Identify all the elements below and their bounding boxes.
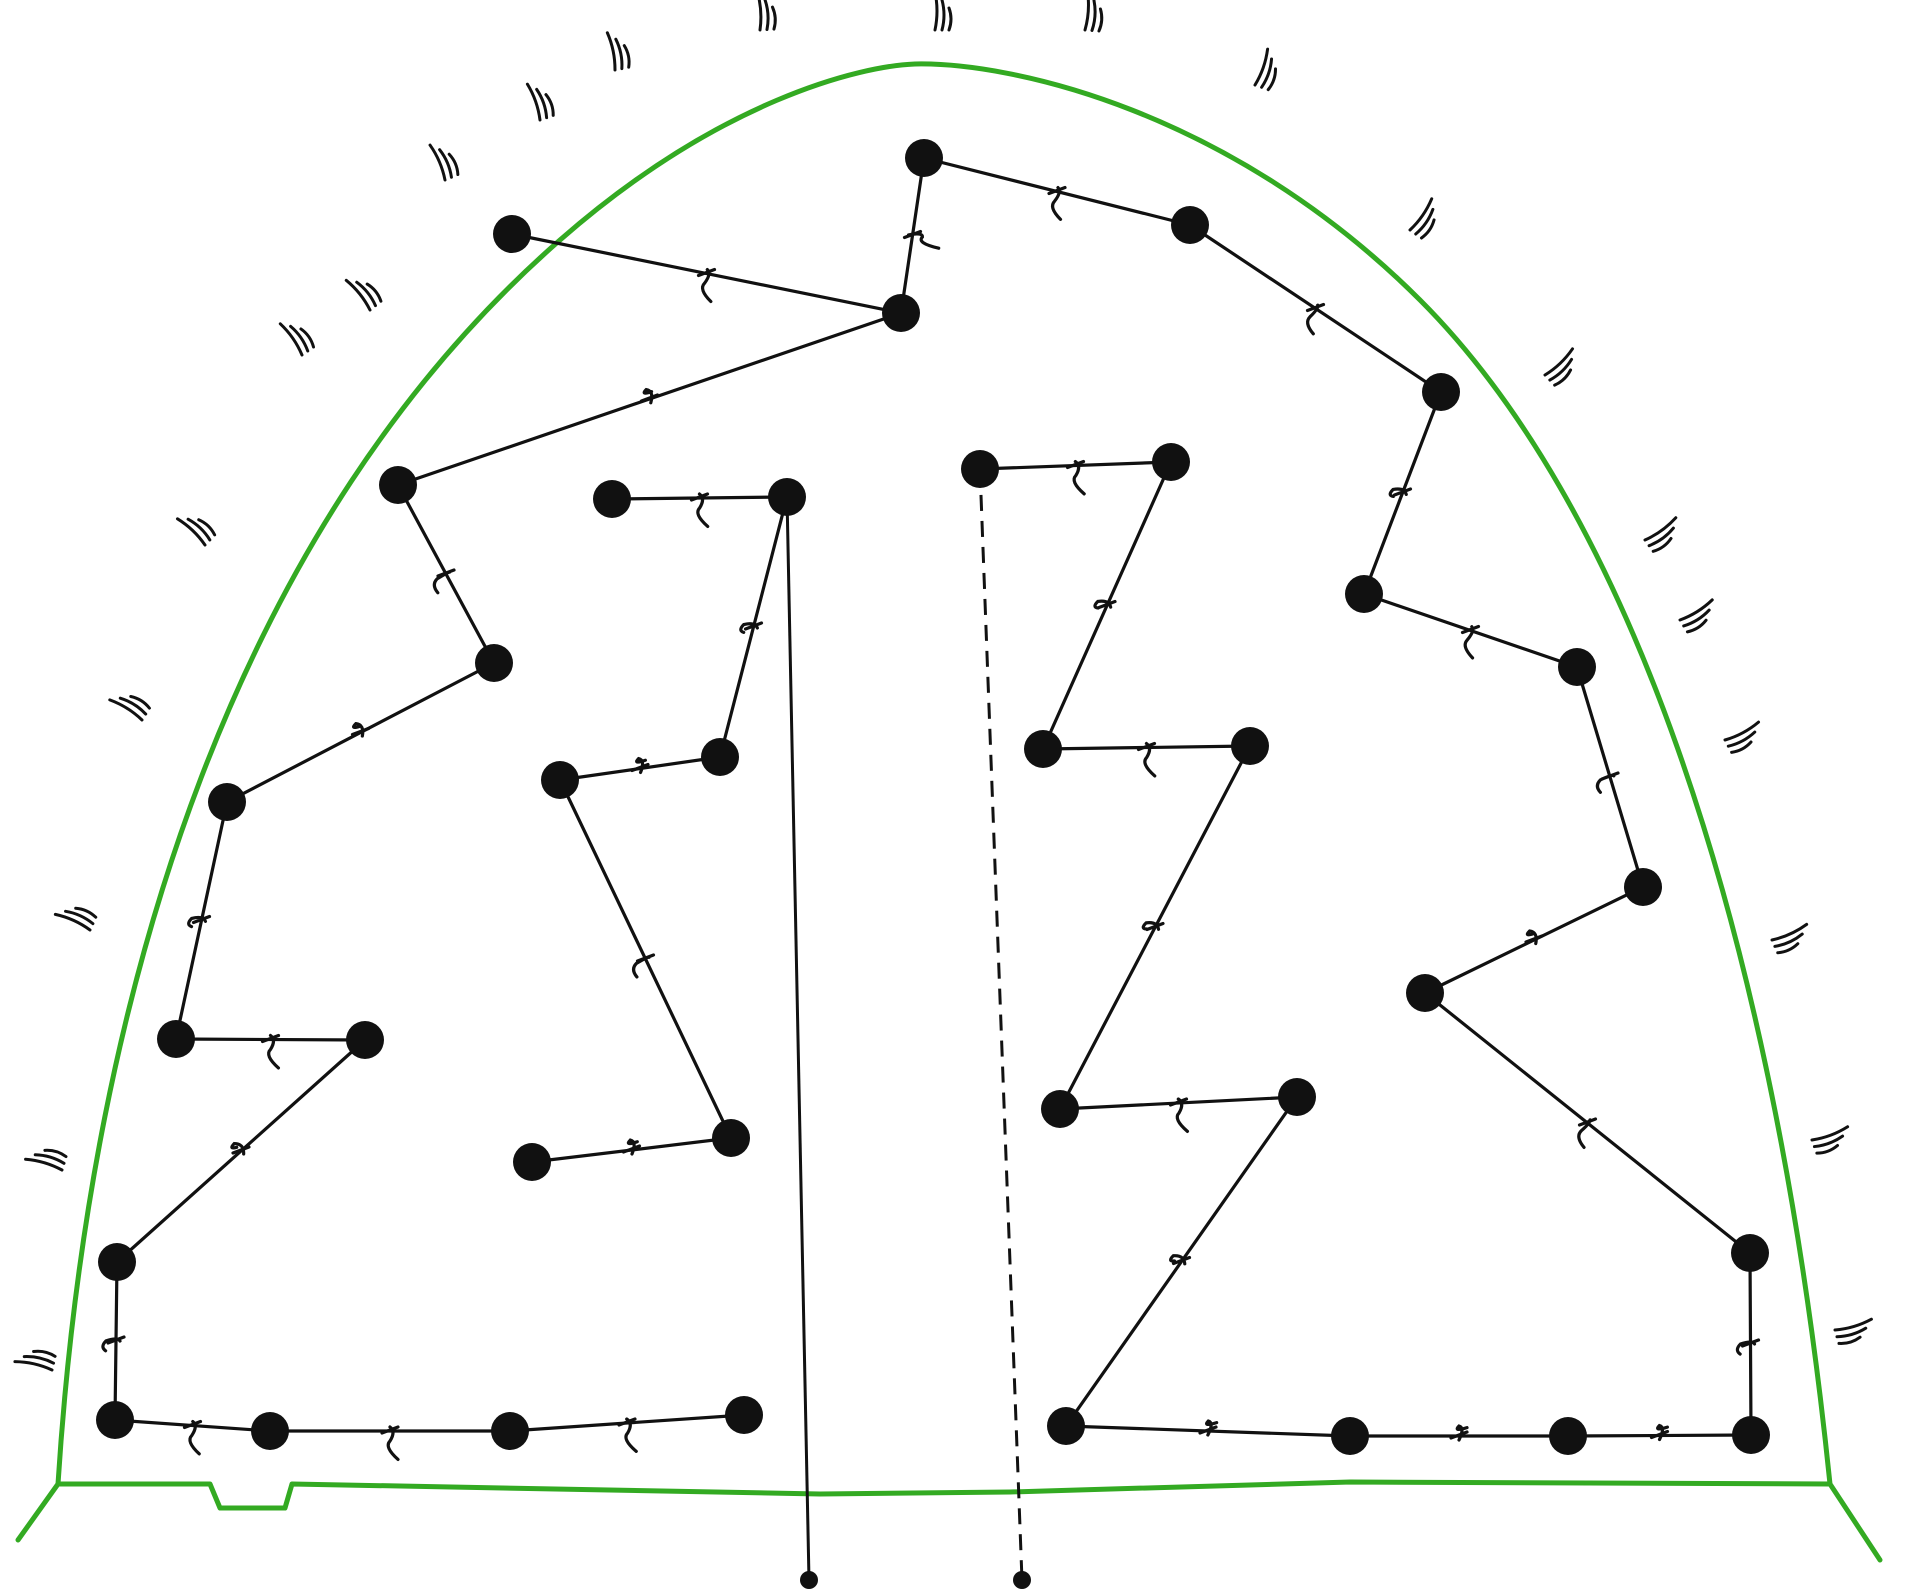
node-dot	[98, 1243, 136, 1281]
solid-connector-end-dot	[800, 1571, 818, 1589]
dashed-connector-line	[980, 469, 1022, 1580]
hair-tuft-stroke	[616, 39, 622, 68]
hair-tuft-stroke	[34, 1351, 55, 1356]
node-dot	[712, 1119, 750, 1157]
hair-tuft-stroke	[772, 7, 775, 29]
hair-tuft-stroke	[757, 0, 760, 30]
node-dot	[1558, 648, 1596, 686]
hair-tuft-stroke	[110, 700, 142, 720]
knot-mark	[103, 1337, 124, 1351]
node-dot	[1422, 373, 1460, 411]
knot-mark	[1451, 1426, 1467, 1440]
hair-tuft-stroke	[1725, 722, 1759, 740]
node-dot	[882, 294, 920, 332]
hair-tuft-stroke	[1839, 1337, 1860, 1343]
hair-tuft-stroke	[1085, 0, 1088, 30]
node-dot	[541, 761, 579, 799]
knot-mark	[632, 759, 648, 773]
knot-marks	[103, 188, 1759, 1460]
node-dot	[1732, 1416, 1770, 1454]
node-dot	[1278, 1078, 1316, 1116]
node-dots	[96, 139, 1770, 1455]
knot-mark	[1143, 923, 1163, 930]
hair-tuft-stroke	[1099, 9, 1102, 31]
solid-connector-line	[787, 497, 809, 1580]
center-connectors	[787, 469, 1031, 1589]
node-dot	[1047, 1407, 1085, 1445]
dome-outline	[18, 64, 1880, 1560]
node-dot	[1345, 575, 1383, 613]
node-dot	[1024, 730, 1062, 768]
hair-tuft-stroke	[942, 0, 944, 30]
hair-tuft-stroke	[131, 696, 150, 708]
node-dot	[725, 1396, 763, 1434]
node-dot	[1152, 443, 1190, 481]
chain-top	[901, 158, 1751, 1436]
knot-mark	[642, 390, 658, 403]
node-dot	[768, 478, 806, 516]
hair-tuft-stroke	[1772, 924, 1807, 940]
node-dot	[491, 1412, 529, 1450]
hair-tuft-stroke	[949, 8, 951, 30]
hair-tuft-stroke	[1092, 1, 1095, 31]
node-dot	[1731, 1234, 1769, 1272]
node-dot	[593, 480, 631, 518]
node-dot	[513, 1143, 551, 1181]
chain-inner-left	[532, 497, 787, 1162]
node-dot	[346, 1021, 384, 1059]
node-dot	[208, 783, 246, 821]
node-dot	[1549, 1417, 1587, 1455]
node-dot	[96, 1401, 134, 1439]
knot-mark	[1308, 305, 1324, 334]
zigzag-chains	[115, 158, 1751, 1436]
hair-tuft-stroke	[15, 1362, 52, 1370]
node-dot	[251, 1412, 289, 1450]
hair-tuft-stroke	[765, 0, 768, 30]
dashed-connector-end-dot	[1013, 1571, 1031, 1589]
node-dot	[475, 644, 513, 682]
node-dot	[1171, 206, 1209, 244]
knot-mark	[1579, 1119, 1596, 1147]
node-dot	[905, 139, 943, 177]
hair-tufts	[15, 0, 1872, 1370]
knot-mark	[1171, 1256, 1190, 1264]
knot-mark	[1737, 1340, 1758, 1354]
hair-tuft-stroke	[430, 145, 445, 180]
node-dot	[1041, 1090, 1079, 1128]
node-dot	[1624, 868, 1662, 906]
knot-mark	[624, 1140, 640, 1154]
knot-mark	[1652, 1426, 1668, 1440]
hair-tuft-stroke	[1410, 199, 1432, 230]
node-dot	[701, 738, 739, 776]
node-dot	[379, 466, 417, 504]
node-dot	[1231, 727, 1269, 765]
hair-tuft-stroke	[624, 46, 629, 68]
hair-tuft-stroke	[607, 33, 615, 70]
hair-tuft-stroke	[935, 0, 937, 30]
node-dot	[1406, 974, 1444, 1012]
knot-mark	[1200, 1421, 1217, 1435]
chain-inner-right	[980, 462, 1297, 1426]
node-dot	[1331, 1417, 1369, 1455]
node-dot	[961, 450, 999, 488]
node-dot	[493, 215, 531, 253]
chain-outer-left	[115, 234, 901, 1431]
node-dot	[157, 1020, 195, 1058]
